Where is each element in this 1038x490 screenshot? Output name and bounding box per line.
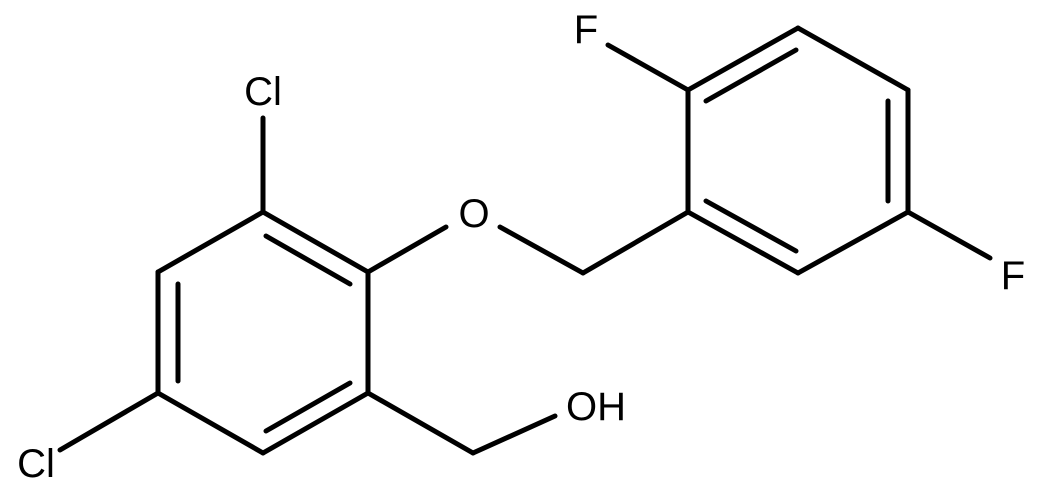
- bond-r6-r1-inner: [703, 198, 799, 254]
- bond-c4-c5: [155, 390, 266, 456]
- bond-o-ch2: [497, 224, 586, 276]
- bond-c3-c4: [260, 390, 371, 456]
- bond-c-f-top: [605, 42, 691, 93]
- bond-r5-r6: [795, 209, 911, 276]
- bond-c-f-right: [905, 209, 993, 261]
- right-benzene-ring: [685, 25, 911, 276]
- bond-r3-r4: [795, 25, 911, 93]
- bond-ch2-oh: [470, 413, 558, 456]
- atom-label-cl-top: Cl: [244, 70, 282, 114]
- bond-c1-c2: [260, 209, 371, 275]
- bond-r6-r1: [685, 209, 801, 276]
- atom-label-cl-bottom: Cl: [17, 442, 55, 486]
- atom-label-oxygen: O: [458, 192, 489, 236]
- bond-ch2-aryl: [580, 209, 691, 276]
- bond-c-ch2oh: [365, 390, 476, 456]
- left-benzene-ring: [155, 209, 371, 456]
- atom-label-hydroxyl: OH: [566, 385, 626, 429]
- bond-c1-c2-inner: [263, 233, 353, 287]
- atom-label-f-top: F: [574, 8, 598, 52]
- bond-c3-c4-inner: [263, 380, 353, 434]
- bond-c6-c1: [155, 209, 266, 275]
- bond-r2-r3: [685, 25, 801, 93]
- bond-r2-r3-inner: [703, 47, 799, 104]
- bond-c-o-ether: [365, 224, 449, 275]
- atom-label-f-right: F: [1001, 254, 1025, 298]
- bond-c-cl-bottom: [57, 390, 161, 453]
